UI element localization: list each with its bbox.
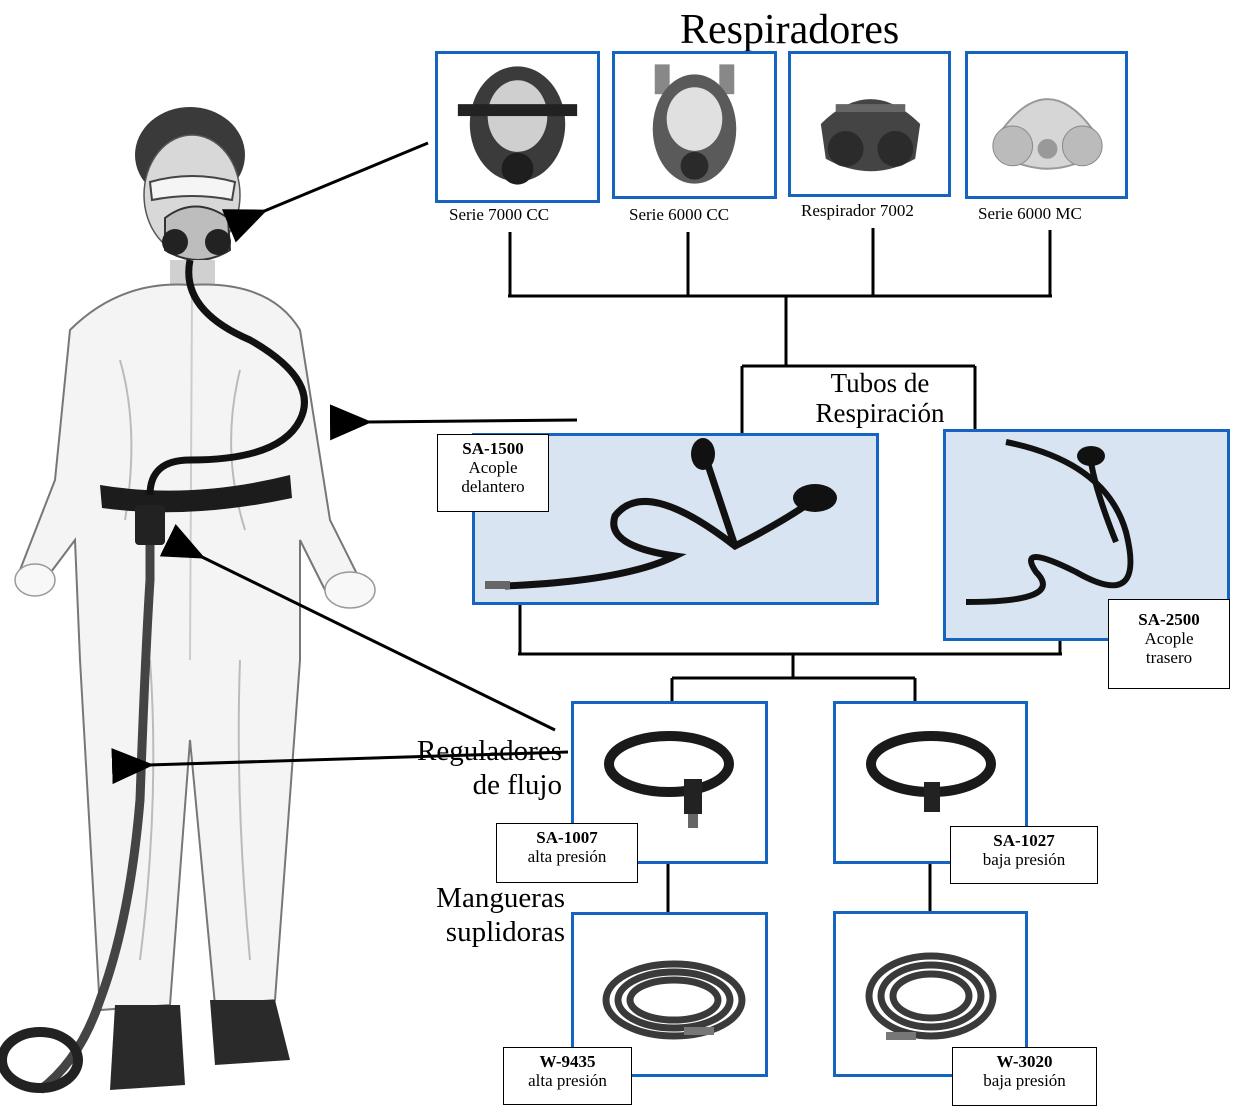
product-desc: alta presión <box>497 847 637 866</box>
half-mask-respirator-icon <box>968 54 1125 196</box>
product-code: W-9435 <box>504 1052 631 1071</box>
respirator-image-frame <box>965 51 1128 199</box>
respirator-image-frame <box>612 51 777 199</box>
page-title: Respiradores <box>680 6 899 54</box>
product-desc: baja presión <box>953 1071 1096 1090</box>
heading-line: de flujo <box>392 768 562 802</box>
respirator-image-frame <box>788 51 951 197</box>
product-desc: trasero <box>1109 648 1229 667</box>
heading-line: Respiración <box>790 398 970 428</box>
product-code: SA-1500 <box>438 439 548 458</box>
product-label-sa-1027: SA-1027 baja presión <box>950 826 1098 884</box>
product-code: SA-1027 <box>951 831 1097 850</box>
hoses-heading: Mangueras suplidoras <box>395 881 565 949</box>
respirator-caption: Serie 6000 CC <box>629 205 729 225</box>
respirator-caption: Serie 6000 MC <box>978 204 1082 224</box>
worker-in-protective-suit-icon <box>0 100 420 1112</box>
heading-line: suplidoras <box>395 915 565 949</box>
product-label-sa-2500: SA-2500 Acople trasero <box>1108 599 1230 689</box>
respirator-image-frame <box>435 51 600 203</box>
heading-line: Mangueras <box>395 881 565 915</box>
product-label-w-9435: W-9435 alta presión <box>503 1047 632 1105</box>
product-desc: baja presión <box>951 850 1097 869</box>
product-desc: alta presión <box>504 1071 631 1090</box>
half-mask-respirator-icon <box>791 54 948 194</box>
product-code: W-3020 <box>953 1052 1096 1071</box>
respirator-caption: Serie 7000 CC <box>449 205 549 225</box>
product-code: SA-2500 <box>1109 610 1229 629</box>
product-label-sa-1007: SA-1007 alta presión <box>496 823 638 883</box>
regulators-heading: Reguladores de flujo <box>392 734 562 802</box>
full-facepiece-respirator-icon <box>438 54 597 200</box>
full-facepiece-respirator-icon <box>615 54 774 196</box>
product-label-w-3020: W-3020 baja presión <box>952 1047 1097 1106</box>
product-desc: Acople <box>438 458 548 477</box>
heading-line: Reguladores <box>392 734 562 768</box>
product-label-sa-1500: SA-1500 Acople delantero <box>437 434 549 512</box>
breathing-tubes-heading: Tubos de Respiración <box>790 368 970 428</box>
product-desc: Acople <box>1109 629 1229 648</box>
heading-line: Tubos de <box>790 368 970 398</box>
product-code: SA-1007 <box>497 828 637 847</box>
product-desc: delantero <box>438 477 548 496</box>
respirator-caption: Respirador 7002 <box>801 201 914 221</box>
